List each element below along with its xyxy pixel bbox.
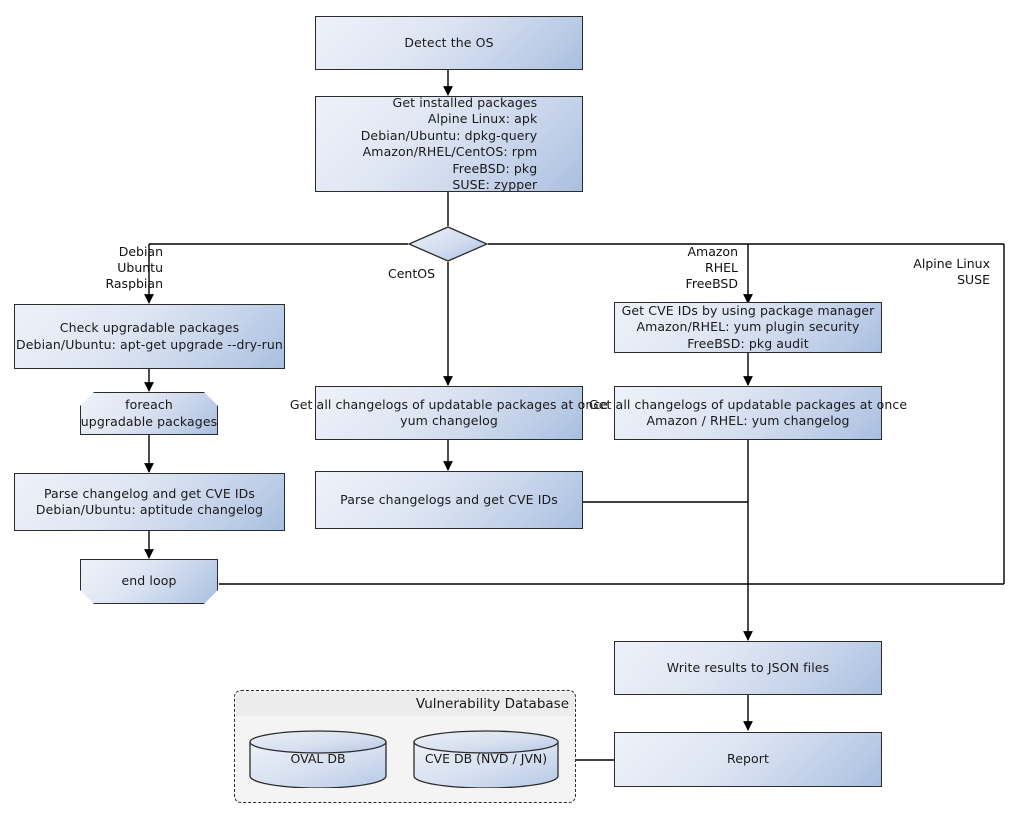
node-detect-os[interactable]: Detect the OS [315,16,583,70]
node-report[interactable]: Report [614,732,882,787]
node-write-json[interactable]: Write results to JSON files [614,641,882,695]
node-end-loop[interactable]: end loop [80,559,218,604]
node-changelogs-amazon[interactable]: Get all changelogs of updatable packages… [589,386,907,440]
node-write-json-label: Write results to JSON files [666,659,830,675]
node-report-label: Report [726,751,770,767]
node-changelogs-centos[interactable]: Get all changelogs of updatable packages… [290,386,608,440]
node-parse-changelogs-centos[interactable]: Parse changelogs and get CVE IDs [315,471,583,529]
edge-label-alpine: Alpine Linux SUSE [913,256,990,287]
database-oval-db[interactable] [249,730,387,789]
edge-label-centos: CentOS [387,266,435,281]
database-oval-db-label: OVAL DB [290,751,346,766]
edge-label-amazon: Amazon RHEL FreeBSD [685,244,738,291]
node-detect-os-label: Detect the OS [404,34,494,50]
node-changelogs-centos-label: Get all changelogs of updatable packages… [289,396,609,429]
node-end-loop-label: end loop [121,573,177,589]
vulnerability-database-title: Vulnerability Database [236,692,574,716]
database-cve-db[interactable] [413,730,559,789]
node-os-decision[interactable] [407,226,489,262]
node-changelogs-amazon-label: Get all changelogs of updatable packages… [588,396,908,429]
database-cve-db-label: CVE DB (NVD / JVN) [424,751,548,766]
edge-label-debian: Debian Ubuntu Raspbian [105,244,163,291]
node-parse-changelogs-centos-label: Parse changelogs and get CVE IDs [340,491,558,507]
